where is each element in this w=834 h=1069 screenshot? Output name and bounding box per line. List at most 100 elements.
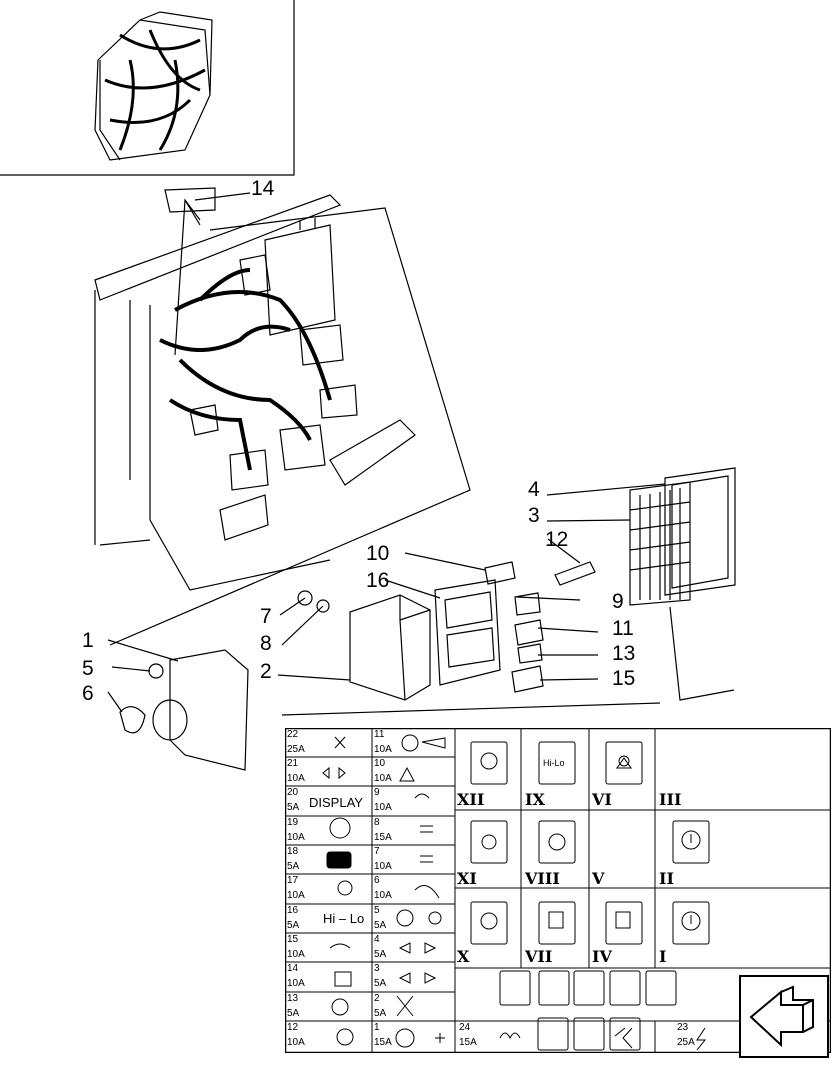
fuse-amp: 10A [374, 744, 392, 755]
fuse-amp: 5A [287, 861, 300, 872]
fuse-number: 10 [374, 758, 386, 769]
fuse-number: 16 [287, 905, 299, 916]
callout-15: 15 [612, 667, 636, 690]
fuse-amp: 15A [374, 832, 392, 843]
fuse-number: 22 [287, 729, 299, 740]
fuse-amp: 10A [374, 773, 392, 784]
fuse-amp: 10A [287, 773, 305, 784]
next-page-arrow-button[interactable] [739, 975, 829, 1058]
hi-lo-relay-label: Hi-Lo [543, 758, 565, 768]
fuse-box-parts [119, 467, 736, 771]
fuse-amp: 10A [287, 949, 305, 960]
fuse-amp: 5A [287, 1008, 300, 1019]
relay-iv: IV [592, 947, 612, 966]
callout-10: 10 [366, 542, 390, 565]
fuse-amp: 10A [374, 861, 392, 872]
callout-13: 13 [612, 642, 636, 665]
callout-16: 16 [366, 569, 390, 592]
fuse-number: 21 [287, 758, 299, 769]
inset-frame [0, 0, 295, 176]
fuse-number: 20 [287, 787, 299, 798]
callout-6: 6 [82, 682, 94, 705]
fuse-amp: 10A [374, 890, 392, 901]
fuse-number: 5 [374, 905, 380, 916]
leader-lines [107, 483, 666, 713]
relay-i: I [659, 947, 667, 966]
fuse-number: 3 [374, 963, 380, 974]
relay-vi: VI [592, 790, 612, 809]
fuse-number: 23 [677, 1022, 689, 1033]
fuse-number: 12 [287, 1022, 299, 1033]
fuse-number: 24 [459, 1022, 471, 1033]
fuse-number: 2 [374, 993, 380, 1004]
callout-3: 3 [528, 504, 540, 527]
fuse-number: 13 [287, 993, 299, 1004]
callout-9: 9 [612, 590, 624, 613]
fuse-number: 6 [374, 875, 380, 886]
relay-xi: XI [457, 869, 477, 888]
fuse-amp: 5A [287, 802, 300, 813]
relay-ii: II [659, 869, 674, 888]
fuse-amp: 10A [287, 832, 305, 843]
fuse-number: 17 [287, 875, 299, 886]
display-label: DISPLAY [309, 795, 363, 810]
callout-12: 12 [545, 528, 569, 551]
fuse-number: 1 [374, 1022, 380, 1033]
fuse-number: 18 [287, 846, 299, 857]
hi-lo-label: Hi – Lo [323, 911, 365, 926]
callout-14: 14 [251, 177, 275, 200]
fuse-amp: 5A [374, 920, 387, 931]
fuse-amp: 5A [374, 949, 387, 960]
relay-v: V [592, 869, 605, 888]
callout-2: 2 [260, 660, 272, 683]
callout-8: 8 [260, 632, 272, 655]
fuse-amp: 10A [287, 1037, 305, 1048]
main-harness-drawing [94, 194, 471, 646]
relay-x: X [457, 947, 470, 966]
callout-11: 11 [612, 617, 634, 640]
fuse-number: 9 [374, 787, 380, 798]
relay-viii: VIII [525, 869, 560, 888]
fuse-amp: 10A [374, 802, 392, 813]
part-14-relay [164, 187, 251, 213]
fuse-amp: 10A [287, 978, 305, 989]
fuse-amp: 10A [287, 890, 305, 901]
relay-xii: XII [457, 790, 485, 809]
relay-vii: VII [525, 947, 553, 966]
fuse-amp: 5A [374, 1008, 387, 1019]
fuse-amp: 15A [459, 1037, 477, 1048]
callout-4: 4 [528, 478, 540, 501]
fuse-amp: 25A [677, 1037, 695, 1048]
fuse-number: 14 [287, 963, 299, 974]
fuse-number: 8 [374, 817, 380, 828]
fuse-number: 15 [287, 934, 299, 945]
fuse-number: 4 [374, 934, 380, 945]
fuse-amp: 25A [287, 744, 305, 755]
fuse-number: 11 [374, 729, 385, 740]
relay-ix: IX [525, 790, 545, 809]
fuse-amp: 5A [287, 920, 300, 931]
fuse-amp: 5A [374, 978, 387, 989]
